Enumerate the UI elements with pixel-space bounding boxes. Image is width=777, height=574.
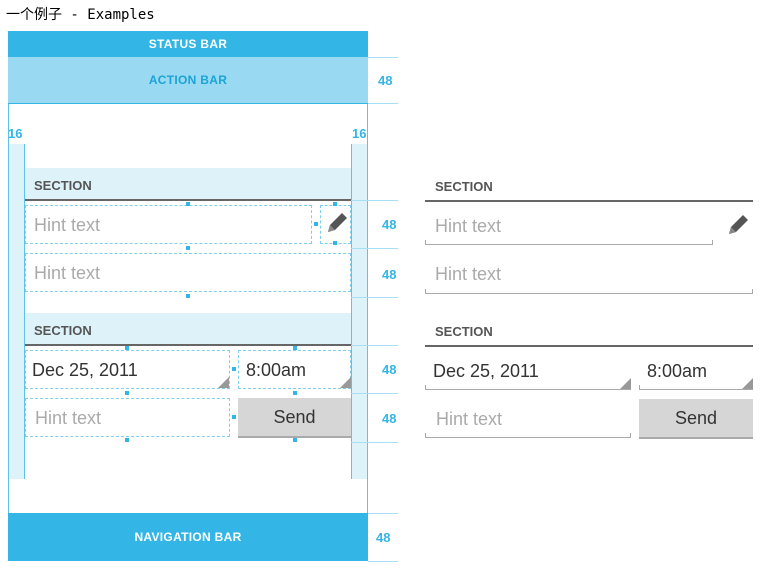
action-bar: ACTION BAR <box>8 57 368 104</box>
status-bar-label: STATUS BAR <box>148 37 228 51</box>
section-divider <box>25 344 351 346</box>
section-divider <box>425 345 753 347</box>
spacing-tick <box>333 241 337 245</box>
hint-field-2[interactable] <box>25 253 351 292</box>
guide-line <box>351 297 398 298</box>
hint-field-1[interactable] <box>25 205 312 244</box>
left-margin-label: 16 <box>8 126 23 141</box>
date-picker-line[interactable] <box>425 385 631 390</box>
navigation-bar-label: NAVIGATION BAR <box>134 530 242 544</box>
section-header-bg <box>25 168 351 200</box>
send-button-label: Send <box>674 407 718 428</box>
guide-line <box>351 393 398 394</box>
page-title: 一个例子 - Examples <box>6 7 155 23</box>
guide-line <box>368 103 398 104</box>
hint-text-3: Hint text <box>436 409 503 429</box>
status-bar: STATUS BAR <box>8 31 368 57</box>
spacing-tick <box>186 246 190 250</box>
guide-line <box>351 248 398 249</box>
send-button[interactable]: Send <box>639 399 753 439</box>
guide-line <box>368 513 398 514</box>
section-label: SECTION <box>34 323 92 338</box>
time-value: 8:00am <box>246 360 307 380</box>
spacing-tick <box>333 202 337 206</box>
dropdown-corner-icon <box>742 378 753 389</box>
guide-line <box>351 345 398 346</box>
nav-height-label: 48 <box>376 530 391 545</box>
section-divider <box>425 200 753 202</box>
section-label: SECTION <box>435 324 493 339</box>
dropdown-corner-icon <box>620 378 631 389</box>
time-value[interactable]: 8:00am <box>647 361 708 381</box>
time-picker[interactable] <box>238 350 351 389</box>
date-value[interactable]: Dec 25, 2011 <box>433 361 539 381</box>
spacing-tick <box>293 346 297 350</box>
right-margin-label: 16 <box>352 126 367 141</box>
spacing-tick <box>186 294 190 298</box>
pencil-icon[interactable] <box>324 210 350 236</box>
hint-field-2[interactable] <box>425 289 753 294</box>
section-label: SECTION <box>435 179 493 194</box>
dropdown-corner-icon <box>218 377 229 388</box>
row-height-label: 48 <box>382 267 397 282</box>
date-value: Dec 25, 2011 <box>32 360 138 380</box>
section-label: SECTION <box>34 178 92 193</box>
hint-field-3[interactable] <box>25 398 230 437</box>
hint-text-2: Hint text <box>435 264 502 284</box>
hint-text-2: Hint text <box>34 263 101 283</box>
left-margin-column <box>8 144 25 479</box>
hint-text-1: Hint text <box>435 216 502 236</box>
spacing-tick <box>293 438 297 442</box>
guide-line <box>368 561 398 562</box>
guide-line <box>351 200 398 201</box>
spacing-tick <box>314 222 318 226</box>
send-button-label: Send <box>273 406 316 427</box>
row-height-label: 48 <box>382 362 397 377</box>
spacing-tick <box>232 415 236 419</box>
spacing-tick <box>125 438 129 442</box>
section-divider <box>25 199 351 201</box>
row-height-label: 48 <box>382 217 397 232</box>
guide-line <box>368 57 398 58</box>
dropdown-corner-icon <box>340 377 351 388</box>
spacing-tick <box>232 367 236 371</box>
spacing-tick <box>125 391 129 395</box>
hint-text-3: Hint text <box>35 408 102 428</box>
spacing-tick <box>293 391 297 395</box>
spacing-tick <box>125 346 129 350</box>
pencil-icon[interactable] <box>725 212 751 238</box>
time-picker-line[interactable] <box>639 385 753 390</box>
action-height-label: 48 <box>378 73 393 88</box>
hint-text-1: Hint text <box>34 215 101 235</box>
hint-field-1[interactable] <box>425 240 713 245</box>
send-button[interactable]: Send <box>238 398 351 438</box>
hint-field-3[interactable] <box>425 433 631 438</box>
date-picker[interactable] <box>25 350 230 389</box>
right-margin-column <box>351 144 368 479</box>
guide-line <box>351 442 398 443</box>
action-bar-label: ACTION BAR <box>148 73 228 87</box>
section-header-bg <box>25 313 351 345</box>
row-height-label: 48 <box>382 411 397 426</box>
spacing-tick <box>186 202 190 206</box>
navigation-bar: NAVIGATION BAR <box>8 513 368 561</box>
